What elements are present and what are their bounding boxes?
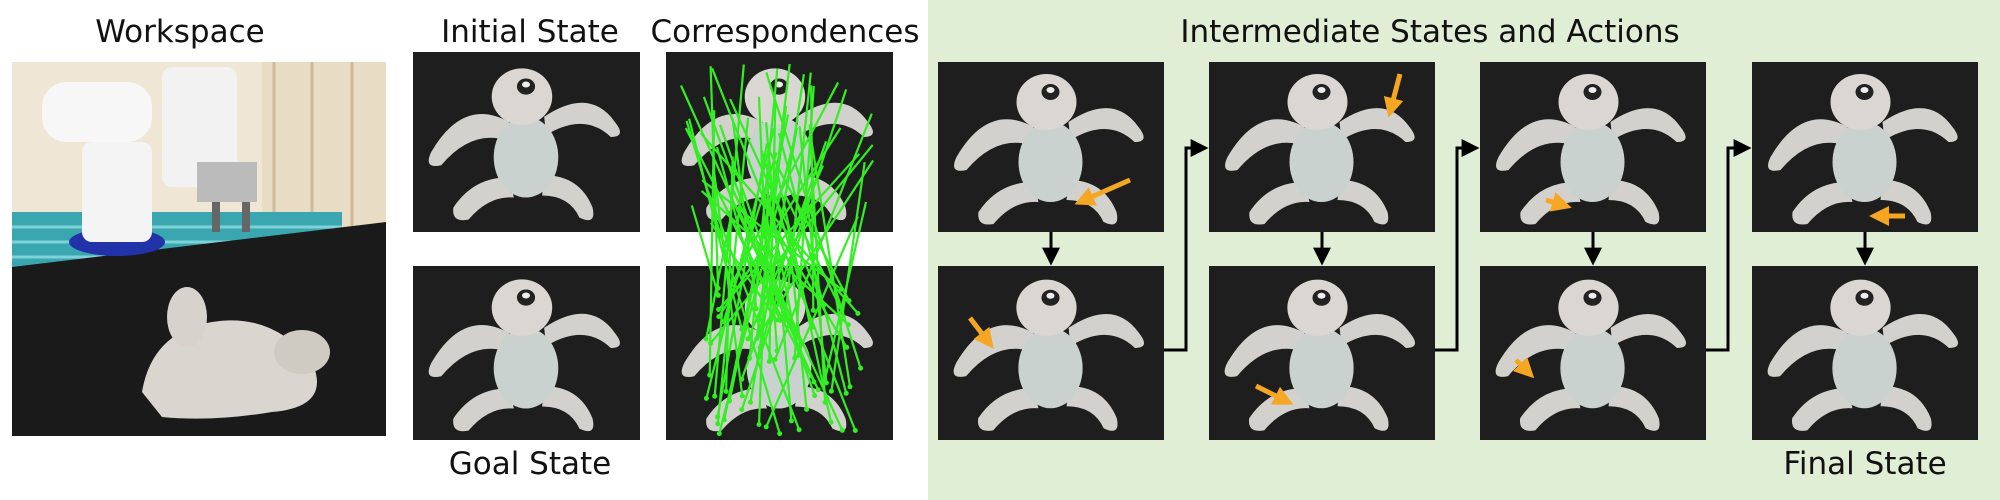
final-state-image: [1752, 266, 1978, 440]
intermediate-state-3-top: [1480, 62, 1706, 232]
initial-state-image: [413, 52, 640, 232]
correspondence-top-image: [666, 52, 893, 232]
intermediate-state-1-top: [938, 62, 1164, 232]
goal-state-label: Goal State: [448, 446, 612, 482]
intermediate-states-label: Intermediate States and Actions: [1180, 14, 1680, 50]
intermediate-state-4-top: [1752, 62, 1978, 232]
plush-sloth-icon: [666, 56, 893, 228]
plush-sloth-icon: [666, 267, 893, 439]
plush-sloth-icon: [413, 267, 640, 439]
correspondences-label: Correspondences: [650, 14, 920, 50]
plush-sloth-icon: [413, 56, 640, 228]
intermediate-state-3-bottom: [1480, 266, 1706, 440]
intermediate-state-1-bottom: [938, 266, 1164, 440]
intermediate-state-2-top: [1209, 62, 1435, 232]
goal-state-image: [413, 266, 640, 440]
initial-state-label: Initial State: [441, 14, 619, 50]
final-state-label: Final State: [1783, 446, 1947, 482]
robot-arm-scene-icon: [12, 62, 386, 436]
workspace-photo: [12, 62, 386, 436]
intermediate-state-2-bottom: [1209, 266, 1435, 440]
workspace-label: Workspace: [95, 14, 265, 50]
correspondence-bottom-image: [666, 266, 893, 440]
